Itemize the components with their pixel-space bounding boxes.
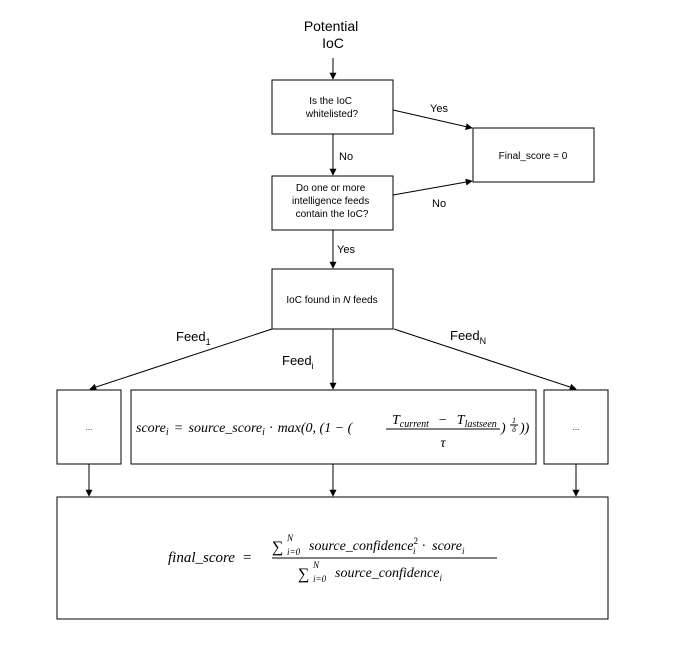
feed-box-first [56, 389, 122, 465]
final-formula-num-upper: N [286, 533, 294, 543]
whitelist-box [271, 79, 394, 135]
edge-label-yes-whitelist: Yes [430, 103, 448, 115]
score-formula-exp-den: δ [512, 425, 516, 434]
found-box-label: IoC found in N feeds [286, 295, 377, 306]
final-formula-den-lower: i=0 [313, 574, 327, 584]
final-formula-num-lower: i=0 [287, 547, 301, 557]
feed-label-last: FeedN [450, 328, 486, 346]
score-formula-denominator: τ [440, 436, 446, 451]
start-node-label: Potential IoC [304, 18, 362, 51]
feeds-box-label: Do one or more intelligence feeds contai… [292, 183, 372, 220]
edge-label-no-feeds: No [432, 198, 446, 210]
edge-whitelist-yes [392, 109, 473, 131]
feed-box-last [543, 389, 609, 465]
feed-box-last-label: ... [573, 423, 580, 432]
score-formula-exp-num: 1 [512, 416, 516, 425]
final-formula-den-term: source_confidencei [335, 566, 442, 583]
final-formula-den-sum: ∑ [298, 566, 309, 583]
final-zero-label: Final_score = 0 [499, 151, 568, 162]
score-formula-main: scorei=source_scorei·max(0, (1 − ( [136, 421, 354, 438]
final-zero-box [472, 127, 595, 183]
found-box [271, 268, 394, 330]
score-formula-tail: )) [519, 421, 530, 436]
feed-label-first: Feed1 [176, 329, 211, 347]
score-formula-box [130, 389, 537, 465]
whitelist-box-label: Is the IoC whitelisted? [305, 96, 359, 120]
score-formula-numerator: Tcurrent−Tlastseen [392, 413, 497, 430]
feeds-box [271, 175, 394, 231]
edge-label-yes-feeds: Yes [337, 244, 355, 256]
final-formula-num-sum: ∑ [272, 539, 283, 556]
edge-feeds-no [392, 178, 473, 196]
final-formula-den-upper: N [312, 560, 320, 570]
edge-feed-last [393, 328, 577, 391]
edge-feed-first [89, 328, 273, 391]
final-formula-lhs: final_score= [168, 550, 251, 566]
feed-box-first-label: ... [86, 423, 93, 432]
edge-label-no-whitelist: No [339, 151, 353, 163]
score-formula-close: ) [500, 421, 506, 436]
feed-label-middle: Feedi [282, 353, 314, 371]
